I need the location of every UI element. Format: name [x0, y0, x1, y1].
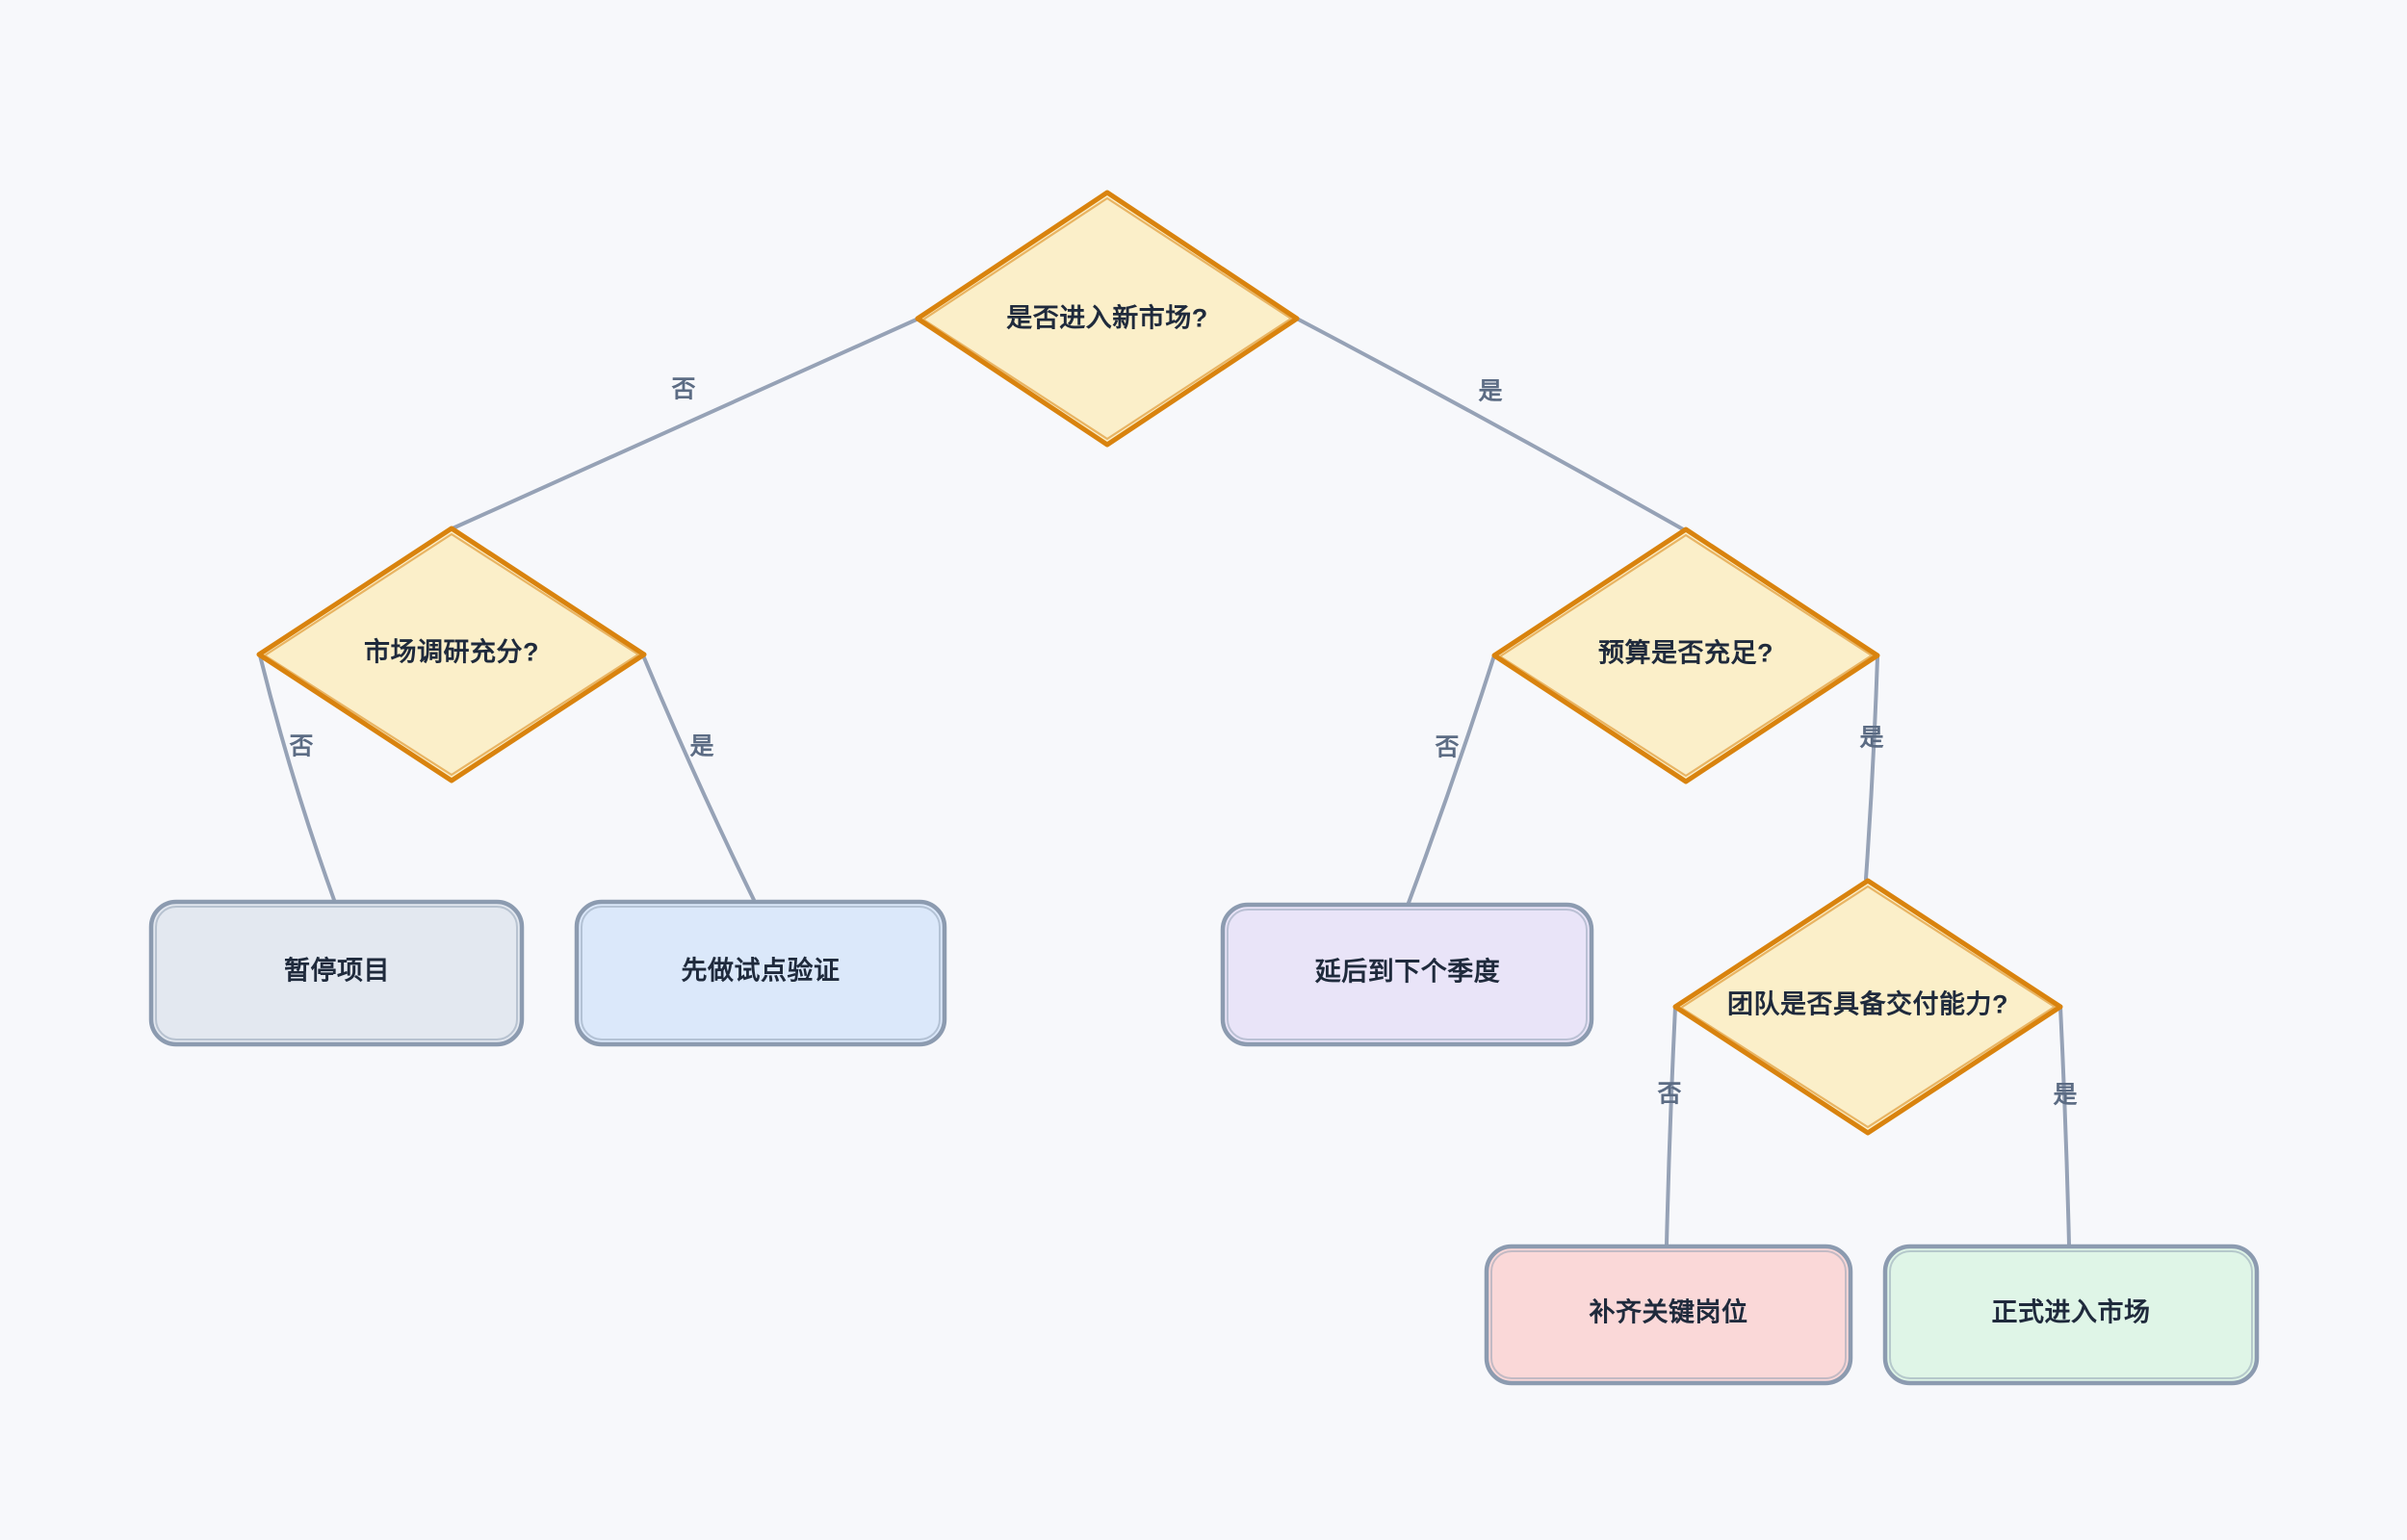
terminal-node-pilot-validation[interactable]: [574, 899, 947, 1047]
edge-enter-no: [451, 317, 920, 530]
terminal-node-enter-market[interactable]: [1882, 1244, 2260, 1386]
edge-lines: [258, 317, 2071, 1246]
label-enter-market: 正式进入市场: [1991, 1297, 2151, 1327]
edge-team-yes: [2058, 1005, 2071, 1246]
label-q-team: 团队是否具备交付能力?: [1727, 989, 2008, 1019]
terminal-node-postpone-quarter[interactable]: [1220, 902, 1594, 1047]
edge-label-research-no: 否: [289, 732, 314, 760]
label-fill-key-roles: 补齐关键岗位: [1589, 1297, 1748, 1327]
terminal-node-pause-project[interactable]: [148, 899, 525, 1047]
label-pilot-validation: 先做试点验证: [681, 956, 841, 986]
edge-team-no: [1665, 1005, 1677, 1246]
label-q-research: 市场调研充分?: [364, 637, 539, 667]
edge-label-team-no: 否: [1657, 1080, 1682, 1108]
edge-budget-yes: [1864, 655, 1879, 881]
label-pause-project: 暂停项目: [284, 956, 390, 986]
edge-label-research-yes: 是: [689, 732, 714, 760]
edge-label-enter-no: 否: [671, 375, 696, 403]
decision-node-budget[interactable]: [1491, 526, 1880, 784]
label-q-enter-market: 是否进入新市场?: [1006, 303, 1208, 333]
edge-research-yes: [641, 654, 756, 902]
decision-node-research[interactable]: [256, 526, 647, 783]
terminal-node-fill-key-roles[interactable]: [1484, 1244, 1853, 1386]
edge-research-no: [258, 654, 336, 902]
edge-label-team-yes: 是: [2053, 1081, 2078, 1109]
edge-enter-yes: [1295, 317, 1687, 532]
edge-label-budget-yes: 是: [1859, 724, 1884, 752]
edge-label-budget-no: 否: [1435, 733, 1460, 761]
decision-node-enter-market[interactable]: [915, 190, 1300, 448]
label-postpone-quarter: 延后到下个季度: [1314, 957, 1501, 987]
decision-node-team[interactable]: [1672, 878, 2063, 1136]
label-q-budget: 预算是否充足?: [1598, 638, 1773, 668]
edge-label-enter-yes: 是: [1478, 377, 1503, 405]
edge-budget-no: [1407, 654, 1496, 905]
